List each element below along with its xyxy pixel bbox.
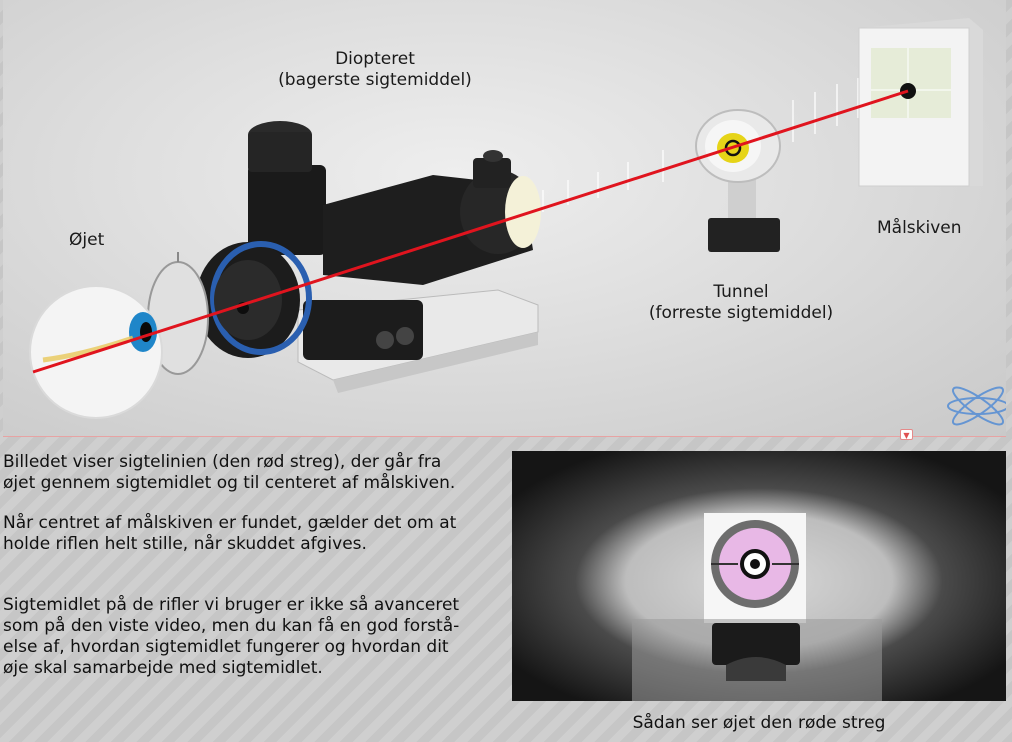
sight-view-image	[512, 451, 1006, 701]
label-diopter: Diopteret (bagerste sigtemiddel)	[278, 49, 472, 90]
eye-illustration	[29, 252, 209, 419]
tunnel-front-sight	[695, 109, 781, 252]
chevron-down-icon: ▼	[903, 431, 910, 440]
diopter-rail	[297, 289, 539, 393]
sight-line-illustration: Diopteret (bagerste sigtemiddel) Øjet Må…	[3, 0, 1006, 437]
diopter-rear-sight	[196, 121, 541, 358]
expand-button[interactable]: ▼	[900, 429, 913, 440]
description-paragraph-3: Sigtemidlet på de rifler vi bruger er ik…	[3, 595, 460, 678]
scale-ticks	[542, 78, 859, 212]
preview-caption: Sådan ser øjet den røde streg	[632, 713, 886, 733]
label-target: Målskiven	[877, 218, 962, 238]
label-tunnel: Tunnel (forreste sigtemiddel)	[648, 282, 834, 323]
label-eye: Øjet	[69, 230, 105, 250]
atom-logo-icon	[947, 386, 1006, 426]
red-sight-line	[32, 89, 909, 374]
illustration-canvas	[29, 18, 1006, 426]
target-board	[858, 18, 983, 187]
description-paragraph-1: Billedet viser sigtelinien (den rød stre…	[3, 452, 456, 493]
sight-view-canvas	[512, 451, 1006, 701]
description-paragraph-2: Når centret af målskiven er fundet, gæld…	[3, 513, 457, 554]
front-sight-post	[712, 623, 800, 665]
